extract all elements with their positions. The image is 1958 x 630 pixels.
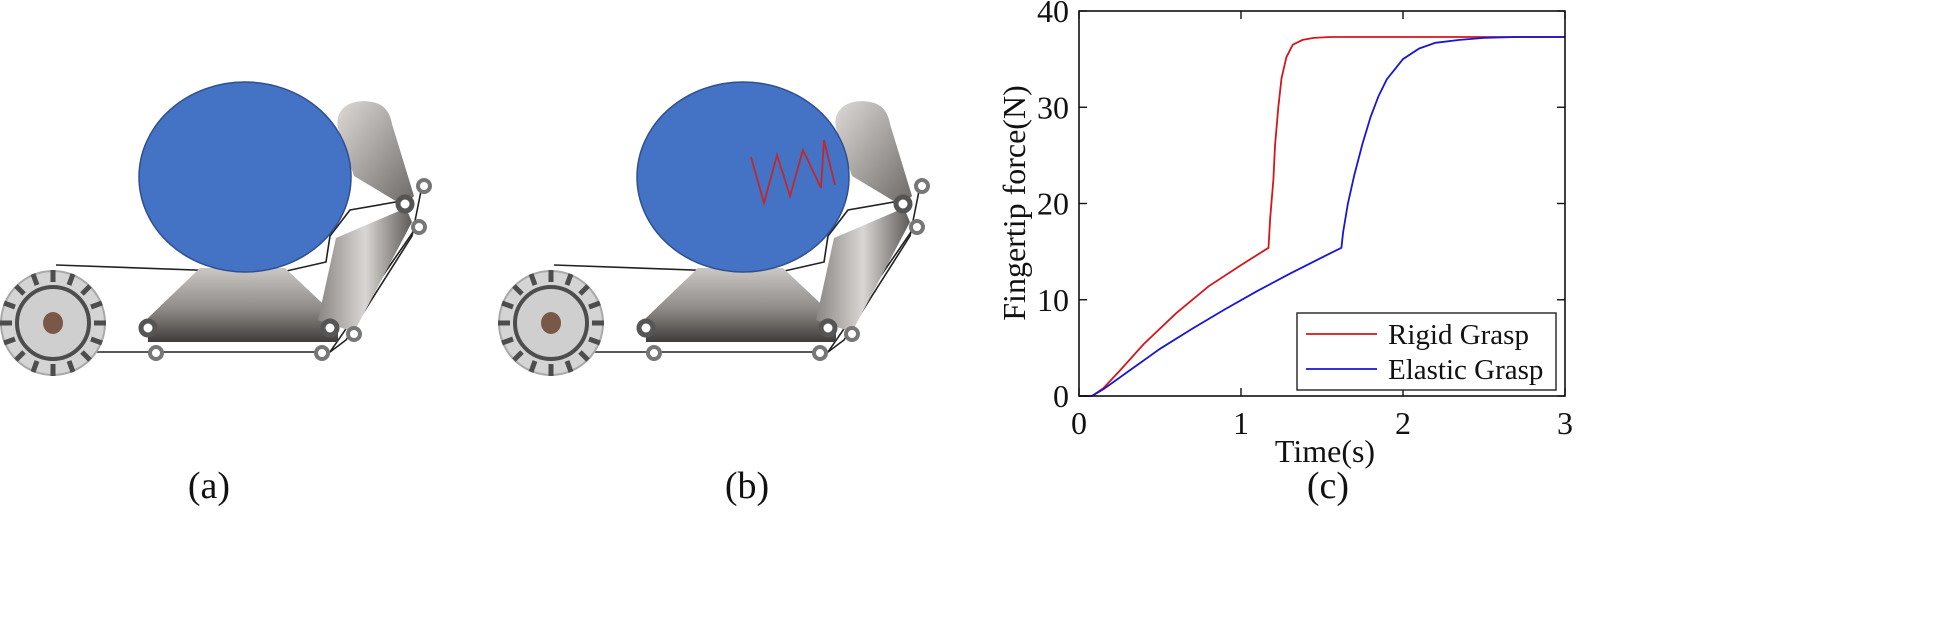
y-tick-label: 20 bbox=[1037, 186, 1069, 222]
elastic-spring-icon bbox=[750, 139, 836, 207]
series-line-elastic-grasp bbox=[1079, 36, 1565, 397]
legend-box bbox=[1296, 312, 1557, 391]
panel-a-caption: (a) bbox=[188, 465, 230, 507]
y-tick-label: 40 bbox=[1037, 0, 1069, 29]
y-tick-label: 0 bbox=[1053, 378, 1069, 414]
legend-label-rigid: Rigid Grasp bbox=[1388, 319, 1529, 351]
chart-legend: Rigid Grasp Elastic Grasp bbox=[1296, 312, 1557, 391]
chart-plot-area bbox=[1079, 36, 1565, 397]
panel-a-rigid-grasp-diagram: (a) bbox=[0, 81, 430, 507]
x-axis-label: Time(s) bbox=[1275, 433, 1375, 469]
panel-b-caption: (b) bbox=[725, 465, 769, 507]
x-tick-label: 2 bbox=[1395, 405, 1411, 441]
grasped-object bbox=[636, 81, 850, 273]
x-tick-label: 3 bbox=[1557, 405, 1573, 441]
series-line-rigid-grasp bbox=[1079, 36, 1565, 397]
x-tick-label: 0 bbox=[1071, 405, 1087, 441]
y-tick-label: 30 bbox=[1037, 89, 1069, 125]
panel-c-caption: (c) bbox=[1307, 465, 1349, 507]
y-tick-label: 10 bbox=[1037, 282, 1069, 318]
x-tick-label: 1 bbox=[1233, 405, 1249, 441]
panel-b-elastic-grasp-diagram: (b) bbox=[498, 81, 928, 507]
legend-label-elastic: Elastic Grasp bbox=[1388, 354, 1543, 386]
y-axis-label: Fingertip force(N) bbox=[996, 85, 1032, 320]
grasped-object bbox=[138, 81, 352, 273]
